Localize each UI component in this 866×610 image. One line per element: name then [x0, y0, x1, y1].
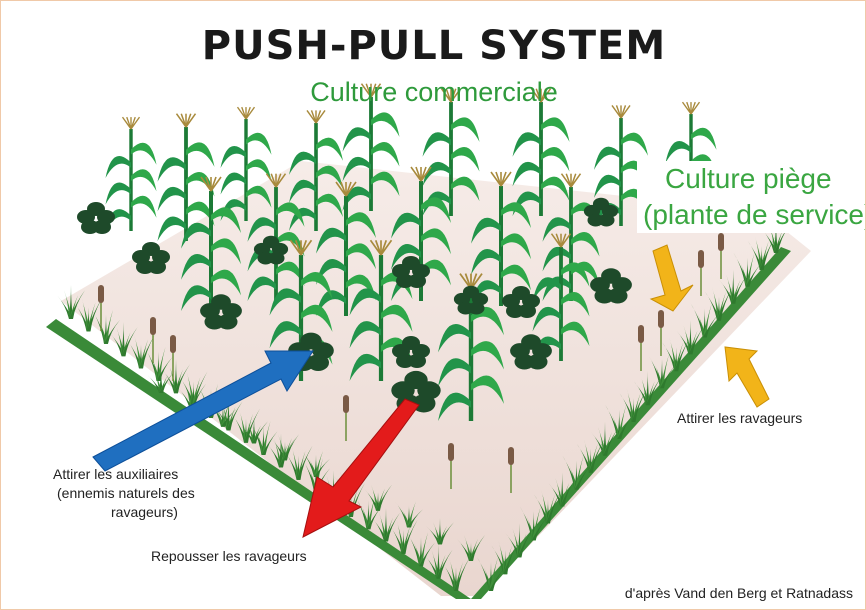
- desmodium-plant: [77, 202, 115, 234]
- attract-pests-label: Attirer les ravageurs: [677, 409, 802, 428]
- page-title: PUSH-PULL SYSTEM: [1, 23, 866, 69]
- attract-auxiliaries-line1: Attirer les auxiliaires: [53, 465, 195, 484]
- source-credit: d'après Vand den Berg et Ratnadass: [625, 585, 853, 601]
- trap-crop-line2: (plante de service): [643, 197, 866, 233]
- cash-crop-label: Culture commerciale: [1, 77, 866, 108]
- attract-auxiliaries-label: Attirer les auxiliaires (ennemis naturel…: [53, 465, 195, 522]
- trap-crop-line1: Culture piège: [643, 161, 866, 197]
- attract-auxiliaries-line2: (ennemis naturels des: [53, 484, 195, 503]
- attract-auxiliaries-line3: ravageurs): [53, 503, 195, 522]
- repel-pests-label: Repousser les ravageurs: [151, 547, 307, 566]
- trap-crop-label: Culture piège (plante de service): [637, 161, 866, 233]
- yellow-arrow-lower: [725, 347, 769, 407]
